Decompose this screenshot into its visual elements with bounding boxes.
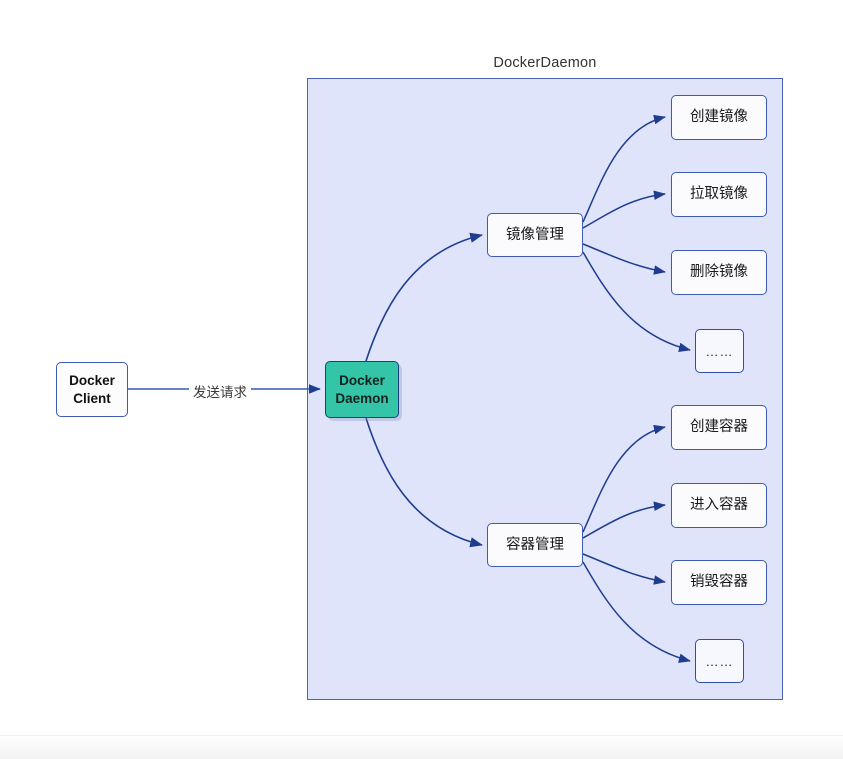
create-container-label: 创建容器 (690, 419, 748, 436)
image-management-label: 镜像管理 (506, 226, 564, 243)
node-create-image[interactable]: 创建镜像 (671, 95, 767, 140)
edge-label-send-request: 发送请求 (189, 381, 251, 401)
container-more-label: …… (705, 653, 734, 669)
node-destroy-container[interactable]: 销毁容器 (671, 560, 767, 605)
daemon-container-title: DockerDaemon (493, 55, 597, 71)
docker-client-line2: Client (73, 390, 111, 406)
node-image-more[interactable]: …… (695, 329, 744, 373)
container-management-label: 容器管理 (506, 536, 564, 553)
node-docker-client[interactable]: Docker Client (56, 362, 128, 417)
node-enter-container[interactable]: 进入容器 (671, 483, 767, 528)
node-docker-daemon[interactable]: Docker Daemon (325, 361, 399, 418)
node-create-container[interactable]: 创建容器 (671, 405, 767, 450)
node-pull-image[interactable]: 拉取镜像 (671, 172, 767, 217)
enter-container-label: 进入容器 (690, 497, 748, 514)
image-more-label: …… (705, 343, 734, 359)
create-image-label: 创建镜像 (690, 109, 748, 126)
node-delete-image[interactable]: 删除镜像 (671, 250, 767, 295)
node-container-more[interactable]: …… (695, 639, 744, 683)
delete-image-label: 删除镜像 (690, 264, 748, 281)
docker-daemon-line1: Docker (339, 372, 385, 388)
node-container-management[interactable]: 容器管理 (487, 523, 583, 567)
docker-daemon-line2: Daemon (335, 390, 389, 406)
page-bottom-edge (0, 735, 843, 759)
docker-client-line1: Docker (69, 372, 115, 388)
pull-image-label: 拉取镜像 (690, 186, 748, 203)
node-image-management[interactable]: 镜像管理 (487, 213, 583, 257)
destroy-container-label: 销毁容器 (690, 574, 748, 591)
